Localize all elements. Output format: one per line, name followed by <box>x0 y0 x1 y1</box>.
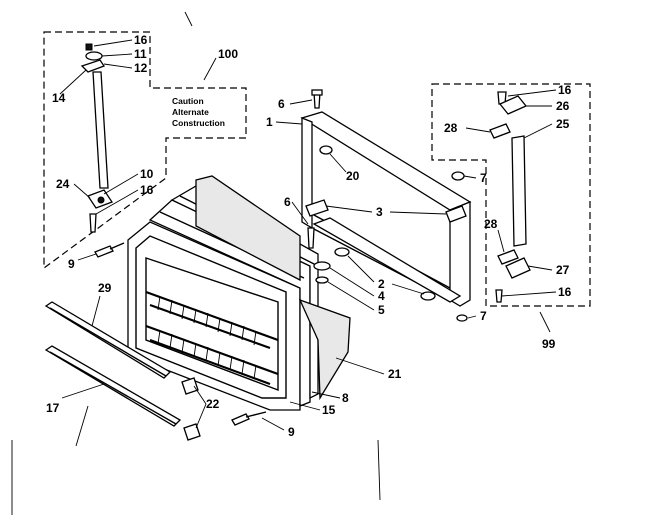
part-label-16: 16 <box>558 285 572 299</box>
alternate-construction-box <box>43 31 247 270</box>
part-label-6: 6 <box>284 195 291 209</box>
part-label-2: 2 <box>378 277 385 291</box>
part-label-4: 4 <box>378 289 385 303</box>
part-label-14: 14 <box>52 91 66 105</box>
part-label-16: 16 <box>558 83 572 97</box>
part-label-21: 21 <box>388 367 402 381</box>
trim-strip-29 <box>44 301 172 379</box>
door-panel-layers <box>148 175 351 407</box>
stray-mark <box>184 11 193 27</box>
washer-5 <box>315 276 329 284</box>
plug-7-upper <box>451 171 465 181</box>
part-label-99: 99 <box>542 337 556 351</box>
part-label-8: 8 <box>342 391 349 405</box>
end-cap-22-upper <box>181 377 199 395</box>
part-label-16: 16 <box>140 183 154 197</box>
stray-mark <box>377 439 381 501</box>
part-label-7: 7 <box>480 171 487 185</box>
part-label-29: 29 <box>98 281 112 295</box>
part-label-25: 25 <box>556 117 570 131</box>
part-label-26: 26 <box>556 99 570 113</box>
part-label-10: 10 <box>140 167 154 181</box>
part-label-28: 28 <box>484 217 498 231</box>
part-label-9: 9 <box>288 425 295 439</box>
bushing-4 <box>313 261 331 271</box>
part-label-15: 15 <box>322 403 336 417</box>
part-label-6: 6 <box>278 97 285 111</box>
right-hinge-rod-assembly <box>489 91 531 303</box>
screw-6-middle <box>307 227 315 249</box>
part-label-24: 24 <box>56 177 70 191</box>
part-label-22: 22 <box>206 397 220 411</box>
caution-note-line2: Alternate <box>172 107 209 117</box>
part-label-27: 27 <box>556 263 570 277</box>
door-frame-part-1 <box>300 111 472 307</box>
screw-9-left <box>94 242 125 258</box>
part-label-3: 3 <box>376 205 383 219</box>
part-label-9: 9 <box>68 257 75 271</box>
hinge-3-right <box>445 205 467 223</box>
part-label-17: 17 <box>46 401 60 415</box>
part-label-12: 12 <box>134 61 148 75</box>
right-hinge-assembly-box <box>431 83 591 307</box>
part-label-11: 11 <box>134 47 147 61</box>
spacer-2-b <box>420 291 436 301</box>
plug-20 <box>319 145 333 155</box>
screw-9-bottom <box>231 411 267 426</box>
part-label-100: 100 <box>218 47 238 61</box>
left-hinge-rod-assembly <box>80 43 113 233</box>
hinge-3-left <box>305 199 329 217</box>
end-cap-22-lower <box>183 423 201 441</box>
part-label-7: 7 <box>480 309 487 323</box>
part-label-1: 1 <box>266 115 273 129</box>
spacer-2-a <box>334 247 350 257</box>
plug-7-lower <box>456 314 468 322</box>
part-label-20: 20 <box>346 169 360 183</box>
part-label-5: 5 <box>378 303 385 317</box>
leader-lines <box>59 39 557 447</box>
part-label-16: 16 <box>134 33 148 47</box>
part-label-28: 28 <box>444 121 458 135</box>
trim-strip-17 <box>44 345 182 427</box>
caution-note-line1: Caution <box>172 96 204 106</box>
caution-note-line3: Construction <box>172 118 225 128</box>
